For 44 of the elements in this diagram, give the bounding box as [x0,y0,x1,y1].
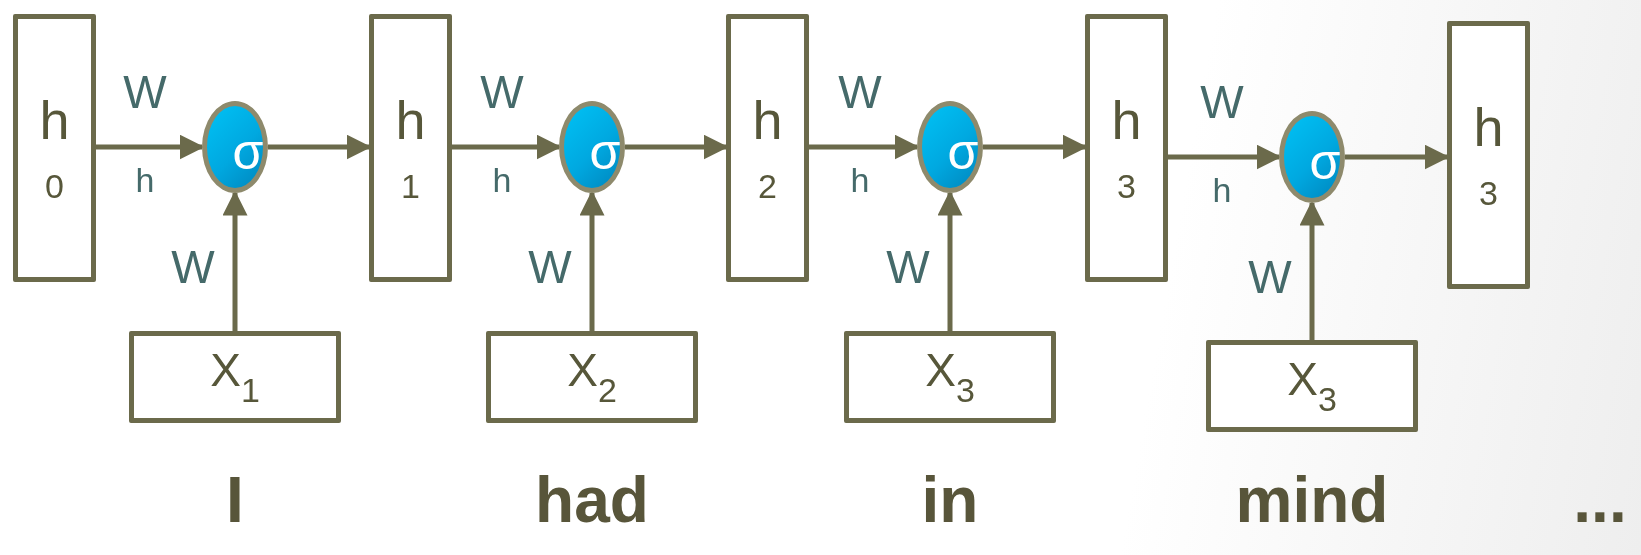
hidden-state-box [1447,21,1530,289]
sigma-symbol: σ [947,127,979,177]
sigma-symbol: σ [1309,137,1341,187]
weight-label: h [1212,173,1232,207]
input-label: X$_{1}$ [210,347,260,407]
weight-label: W [480,69,524,115]
state-index: 3 [1117,169,1136,203]
hidden-state-box [726,14,809,282]
state-index: 3 [1479,176,1498,210]
input-box [844,331,1056,423]
weight-label: W [171,244,215,290]
input-label: X$_{2}$ [567,347,617,407]
word-label: I [226,468,244,532]
weight-label: h [492,163,512,197]
input-box [129,331,341,423]
weight-label: W [886,244,930,290]
state-label: h [395,93,426,147]
weight-label: W [1248,254,1292,300]
state-index: 1 [401,169,420,203]
weight-label: W [123,69,167,115]
input-label: X$_{3}$ [1287,356,1337,416]
word-label: ... [1573,468,1627,532]
weight-label: W [528,244,572,290]
word-label: had [535,468,649,532]
state-index: 2 [758,169,777,203]
state-label: h [1473,100,1504,154]
hidden-state-box [1085,14,1168,282]
state-label: h [39,93,70,147]
state-index: 0 [45,169,64,203]
input-box [486,331,698,423]
word-label: in [921,468,979,532]
hidden-state-box [369,14,452,282]
input-label: X$_{3}$ [925,347,975,407]
weight-label: h [850,163,870,197]
state-label: h [752,93,783,147]
sigma-symbol: σ [232,127,264,177]
sigma-symbol: σ [589,127,621,177]
weight-label: W [838,69,882,115]
weight-label: W [1200,79,1244,125]
hidden-state-box [13,14,96,282]
state-label: h [1111,93,1142,147]
input-box [1206,340,1418,432]
word-label: mind [1235,468,1389,532]
weight-label: h [135,163,155,197]
